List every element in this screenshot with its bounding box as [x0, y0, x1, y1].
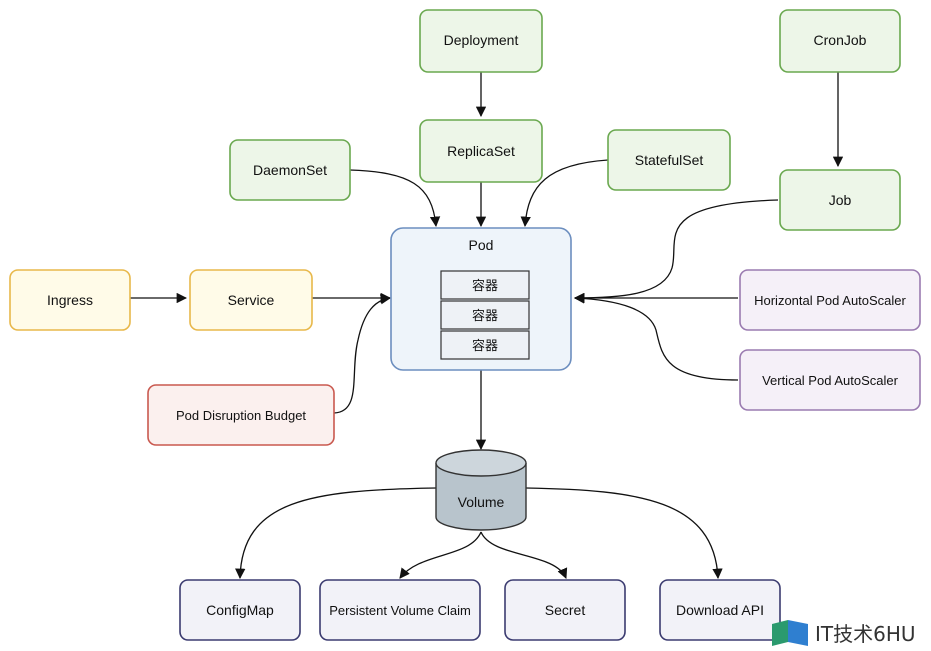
node-secret-label: Secret: [545, 602, 586, 618]
arrow-volume-to-configmap: [235, 487, 437, 580]
arrow-volume-to-secret: [480, 531, 568, 579]
watermark-logo-icon: [772, 620, 808, 646]
container-2-label: 容器: [472, 308, 498, 323]
node-download-api-label: Download API: [676, 602, 764, 618]
container-2: 容器: [440, 300, 530, 330]
container-3-label: 容器: [472, 338, 498, 353]
node-hpa: Horizontal Pod AutoScaler: [739, 269, 921, 331]
node-volume-label: Volume: [458, 494, 505, 510]
node-secret: Secret: [504, 579, 626, 641]
node-pdb-label: Pod Disruption Budget: [176, 408, 306, 423]
node-ingress-label: Ingress: [47, 292, 93, 308]
node-download-api: Download API: [659, 579, 781, 641]
node-configmap-label: ConfigMap: [206, 602, 274, 618]
node-statefulset: StatefulSet: [607, 129, 731, 191]
node-pvc: Persistent Volume Claim: [319, 579, 481, 641]
arrow-volume-to-download-api: [525, 487, 723, 580]
node-deployment-label: Deployment: [444, 32, 519, 48]
node-vpa-label: Vertical Pod AutoScaler: [762, 373, 899, 388]
connectors: [130, 72, 844, 580]
node-cronjob: CronJob: [779, 9, 901, 73]
container-1-label: 容器: [472, 278, 498, 293]
node-replicaset: ReplicaSet: [419, 119, 543, 183]
arrow-volume-to-pvc: [399, 531, 482, 579]
watermark: IT技术6HU: [772, 620, 916, 646]
node-ingress: Ingress: [9, 269, 131, 331]
node-statefulset-label: StatefulSet: [635, 152, 704, 168]
node-pod: Pod 容器 容器 容器: [390, 227, 572, 371]
node-volume: Volume: [435, 449, 527, 531]
node-configmap: ConfigMap: [179, 579, 301, 641]
node-job: Job: [779, 169, 901, 231]
arrow-vpa-to-pod: [573, 293, 739, 381]
arrow-job-to-pod: [573, 199, 779, 304]
node-daemonset: DaemonSet: [229, 139, 351, 201]
node-pdb: Pod Disruption Budget: [147, 384, 335, 446]
node-cronjob-label: CronJob: [814, 32, 867, 48]
node-pod-label: Pod: [469, 237, 494, 253]
node-daemonset-label: DaemonSet: [253, 162, 327, 178]
container-3: 容器: [440, 330, 530, 360]
arrow-pdb-to-pod: [333, 294, 392, 414]
node-replicaset-label: ReplicaSet: [447, 143, 515, 159]
node-service: Service: [189, 269, 313, 331]
arrow-statefulset-to-pod: [520, 159, 609, 228]
arrow-daemonset-to-pod: [349, 169, 441, 228]
node-vpa: Vertical Pod AutoScaler: [739, 349, 921, 411]
node-pvc-label: Persistent Volume Claim: [329, 603, 471, 618]
node-deployment: Deployment: [419, 9, 543, 73]
node-service-label: Service: [228, 292, 275, 308]
container-1: 容器: [440, 270, 530, 300]
node-job-label: Job: [829, 192, 852, 208]
node-hpa-label: Horizontal Pod AutoScaler: [754, 293, 906, 308]
watermark-text: IT技术6HU: [815, 622, 916, 646]
